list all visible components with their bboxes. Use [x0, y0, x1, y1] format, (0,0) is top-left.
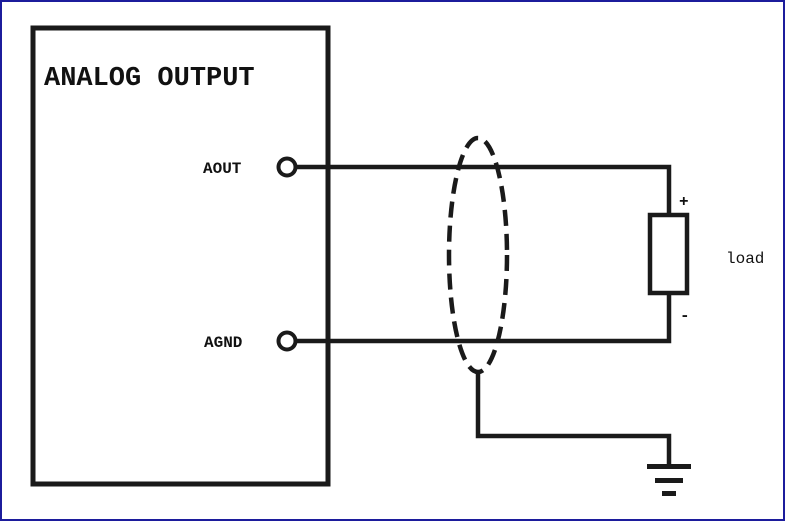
terminal-aout [276, 156, 298, 178]
terminal-label-aout: AOUT [203, 160, 242, 178]
shield-ground-wire [475, 372, 672, 466]
wire-aout [296, 164, 672, 215]
analog-output-block [30, 25, 331, 487]
block-title: ANALOG OUTPUT [44, 64, 255, 94]
ground-icon [647, 464, 691, 496]
terminal-agnd [276, 330, 298, 352]
minus-sign: - [680, 307, 690, 325]
plus-sign: + [679, 193, 689, 211]
terminal-label-agnd: AGND [204, 334, 242, 352]
load-resistor [647, 212, 690, 296]
cable-shield [446, 135, 510, 375]
load-label: load [726, 250, 764, 268]
wire-agnd [296, 293, 672, 344]
